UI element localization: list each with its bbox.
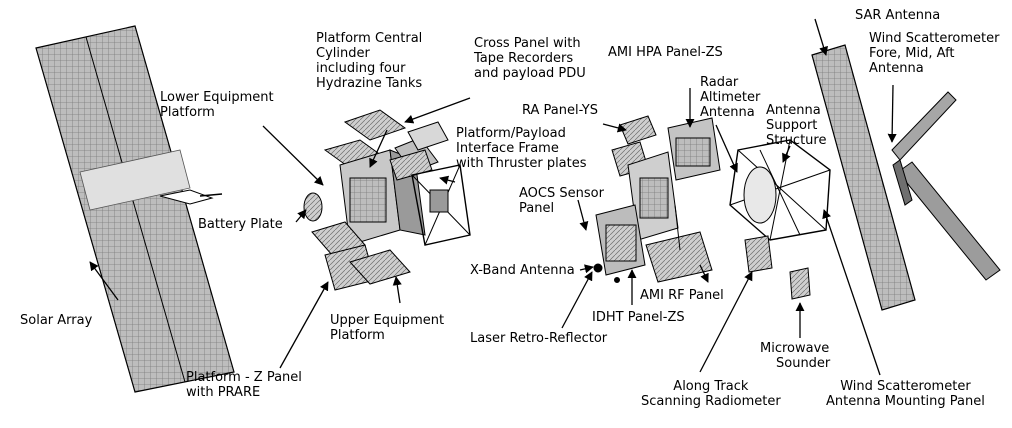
- platform-module-drawing: [311, 109, 471, 291]
- label-aocs-sensor-panel: AOCS Sensor Panel: [519, 186, 604, 216]
- sar-antenna-drawing: [811, 44, 916, 311]
- label-battery-plate: Battery Plate: [198, 217, 283, 232]
- solar-array-drawing: [35, 25, 235, 393]
- label-idht-panel: IDHT Panel-ZS: [592, 310, 685, 325]
- label-sar-antenna: SAR Antenna: [855, 8, 941, 23]
- label-radar-altimeter-antenna: Radar Altimeter Antenna: [700, 75, 761, 120]
- label-ami-rf-panel: AMI RF Panel: [640, 288, 724, 303]
- label-platform-central-cylinder: Platform Central Cylinder including four…: [316, 31, 423, 91]
- label-upper-equipment-platform: Upper Equipment Platform: [330, 313, 445, 343]
- label-microwave-sounder: Microwave Sounder: [760, 341, 831, 371]
- label-laser-retro-reflector: Laser Retro-Reflector: [470, 331, 608, 346]
- wind-scatterometer-drawing: [891, 91, 1001, 281]
- label-antenna-support-structure: Antenna Support Structure: [766, 103, 827, 148]
- label-platform-payload-interface: Platform/Payload Interface Frame with Th…: [456, 126, 587, 171]
- antenna-support-drawing: [729, 139, 831, 300]
- battery-plate-drawing: [303, 192, 323, 222]
- leader-lines: [89, 18, 897, 376]
- label-lower-equipment-platform: Lower Equipment Platform: [160, 90, 274, 120]
- payload-module-drawing: [593, 115, 721, 283]
- label-wind-scatterometer-mounting: Wind Scatterometer Antenna Mounting Pane…: [826, 379, 985, 409]
- label-ra-panel: RA Panel-YS: [522, 103, 598, 118]
- label-along-track-radiometer: Along Track Scanning Radiometer: [641, 379, 781, 409]
- label-solar-array: Solar Array: [20, 313, 93, 328]
- label-wind-scatterometer-top: Wind Scatterometer Fore, Mid, Aft Antenn…: [869, 31, 1000, 76]
- label-x-band-antenna: X-Band Antenna: [470, 263, 575, 278]
- label-cross-panel: Cross Panel with Tape Recorders and payl…: [474, 36, 586, 81]
- label-ami-hpa-panel: AMI HPA Panel-ZS: [608, 45, 723, 60]
- label-platform-z-panel: Platform - Z Panel with PRARE: [186, 370, 302, 400]
